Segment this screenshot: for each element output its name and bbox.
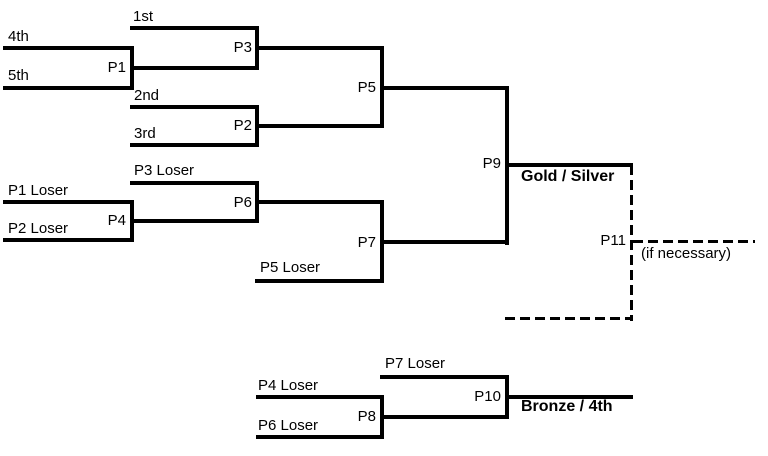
p3-winner-line <box>255 46 384 50</box>
seed-5th-label: 5th <box>8 67 29 84</box>
feeder-p1-loser-label: P1 Loser <box>8 182 69 199</box>
p6-winner-line <box>255 200 384 204</box>
p3-loser-line <box>130 181 259 185</box>
feeder-p2-loser-label: P2 Loser <box>8 220 69 237</box>
match-p6-label: P6 <box>233 194 252 211</box>
outcome-gold-silver-label: Gold / Silver <box>521 168 615 185</box>
p2-loser-line <box>3 238 134 242</box>
p6-loser-line <box>256 435 384 439</box>
seed-3rd-line <box>130 143 259 147</box>
p11-feeder-dashed-line <box>505 317 632 320</box>
match-p7-label: P7 <box>357 234 376 251</box>
match-p2-label: P2 <box>233 117 252 134</box>
p11-vertical-dashed-line <box>630 165 633 321</box>
feeder-p4-loser-label: P4 Loser <box>258 377 319 394</box>
p11-output-dashed-line <box>633 240 755 243</box>
p1-loser-line <box>3 200 134 204</box>
seed-4th-line <box>3 46 134 50</box>
p7-winner-line <box>380 240 509 244</box>
seed-2nd-line <box>130 105 259 109</box>
p5-winner-line <box>380 86 509 90</box>
seed-3rd-label: 3rd <box>134 125 156 142</box>
seed-1st-label: 1st <box>133 8 154 25</box>
p9-winner-line <box>505 163 633 167</box>
p5-loser-line <box>255 279 384 283</box>
if-necessary-note: (if necessary) <box>641 245 732 262</box>
match-p3-label: P3 <box>233 39 252 56</box>
match-p9-label: P9 <box>482 155 501 172</box>
match-p1-label: P1 <box>107 59 126 76</box>
feeder-p5-loser-label: P5 Loser <box>260 259 321 276</box>
p4-winner-line <box>130 219 259 223</box>
feeder-p6-loser-label: P6 Loser <box>258 417 319 434</box>
p4-loser-line <box>256 395 384 399</box>
seed-2nd-label: 2nd <box>134 87 160 104</box>
seed-4th-label: 4th <box>8 28 29 45</box>
match-p11-label: P11 <box>600 232 626 249</box>
p10-winner-line <box>505 395 633 399</box>
match-p4-label: P4 <box>107 212 126 229</box>
p1-winner-line <box>130 66 259 70</box>
p2-winner-line <box>255 124 384 128</box>
seed-5th-line <box>3 86 134 90</box>
outcome-bronze-4th-label: Bronze / 4th <box>521 398 613 415</box>
seed-1st-line <box>130 26 259 30</box>
match-p5-label: P5 <box>357 79 376 96</box>
match-p8-label: P8 <box>357 408 376 425</box>
feeder-p7-loser-label: P7 Loser <box>385 355 446 372</box>
p8-winner-line <box>380 415 509 419</box>
match-p10-label: P10 <box>474 388 501 405</box>
feeder-p3-loser-label: P3 Loser <box>134 162 195 179</box>
p7-loser-line <box>380 375 509 379</box>
